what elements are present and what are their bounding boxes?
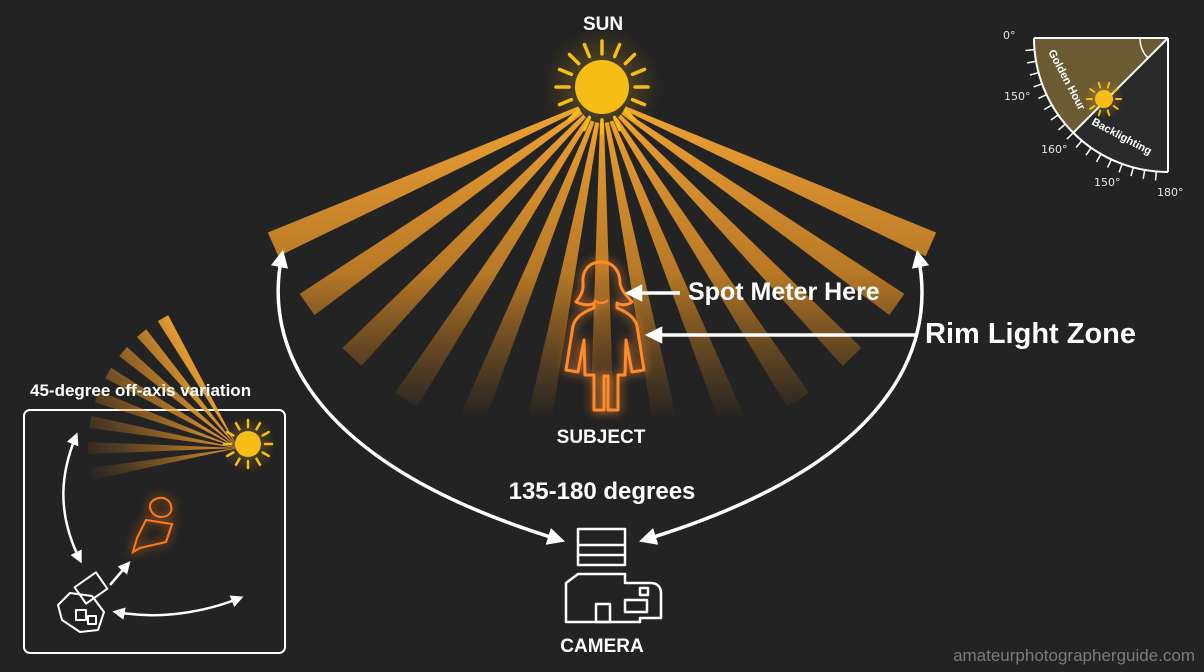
inset-title: 45-degree off-axis variation bbox=[30, 381, 252, 400]
inset-sun-ray bbox=[255, 457, 262, 467]
inset-subject-icon bbox=[131, 496, 174, 555]
dial-tick bbox=[1075, 140, 1083, 149]
sun-ray bbox=[612, 42, 622, 59]
dial-tick bbox=[1043, 104, 1053, 111]
inset-sun-ray bbox=[225, 451, 235, 458]
camera-icon bbox=[564, 527, 663, 624]
light-ray bbox=[267, 106, 580, 257]
sun-label: SUN bbox=[582, 14, 624, 35]
watermark: amateurphotographerguide.com bbox=[953, 646, 1195, 665]
inset-sun-ray bbox=[225, 430, 235, 437]
dial-tick-label-160: 160° bbox=[1041, 143, 1068, 156]
dial-tick bbox=[1033, 83, 1043, 88]
dial-tick bbox=[1130, 167, 1135, 177]
spot-meter-label: Spot Meter Here bbox=[688, 278, 880, 306]
sun-ray bbox=[623, 52, 637, 66]
inset-sun-ray bbox=[234, 421, 241, 431]
dial-sun-ray bbox=[1106, 109, 1111, 117]
dial-tick bbox=[1142, 169, 1146, 179]
dial-tick bbox=[1050, 114, 1059, 121]
dial-tick-label-150-lower: 150° bbox=[1094, 176, 1121, 189]
dial-sun-ray bbox=[1089, 105, 1096, 110]
inset-light-ray bbox=[119, 346, 238, 448]
angle-arcs bbox=[270, 249, 930, 545]
inset-sun-disc bbox=[235, 431, 261, 457]
light-ray bbox=[589, 123, 615, 458]
dial-tick-label-150-upper: 150° bbox=[1004, 90, 1031, 103]
sun-ray bbox=[557, 97, 574, 107]
inset-light-ray bbox=[157, 315, 238, 448]
inset-light-ray bbox=[89, 416, 239, 448]
dial-tick bbox=[1118, 163, 1123, 173]
rim-light-zone-label: Rim Light Zone bbox=[925, 318, 1137, 350]
angle-range-label: 135-180 degrees bbox=[508, 478, 696, 505]
dial-tick bbox=[1106, 159, 1113, 168]
sun-ray bbox=[630, 67, 647, 77]
off-axis-inset bbox=[23, 315, 286, 654]
sun-disc bbox=[575, 60, 629, 114]
inset-sun-ray bbox=[261, 451, 271, 458]
light-ray bbox=[624, 106, 937, 257]
dial-tick bbox=[1025, 48, 1035, 52]
dial-sun-ray bbox=[1097, 81, 1102, 89]
dial-sun-ray bbox=[1112, 88, 1119, 93]
sun-ray bbox=[567, 52, 581, 66]
dial-tick-label-180: 180° bbox=[1157, 186, 1184, 199]
inset-light-ray bbox=[136, 329, 238, 448]
subject-label: SUBJECT bbox=[556, 427, 646, 448]
inset-light-ray bbox=[88, 442, 238, 454]
sun-ray bbox=[623, 108, 637, 122]
dial-tick bbox=[1027, 60, 1037, 64]
dial-tick bbox=[1057, 123, 1066, 131]
sun-ray bbox=[582, 42, 592, 59]
dial-sun-ray bbox=[1112, 105, 1119, 110]
inset-camera-icon bbox=[57, 571, 109, 633]
sun-ray bbox=[557, 67, 574, 77]
sun-ray bbox=[567, 108, 581, 122]
inset-sun-ray bbox=[261, 430, 271, 437]
sun-ray bbox=[630, 97, 647, 107]
dial-tick bbox=[1085, 147, 1092, 156]
camera-label: CAMERA bbox=[560, 636, 644, 657]
dial-tick bbox=[1066, 132, 1074, 140]
inset-sun-ray bbox=[255, 421, 262, 431]
inset-light-ray bbox=[105, 367, 238, 448]
dial-tick bbox=[1038, 93, 1047, 100]
inset-light-ray bbox=[89, 448, 239, 480]
sun-ray bbox=[612, 115, 622, 132]
inset-light-ray bbox=[94, 391, 238, 448]
dial-tick-label-0: 0° bbox=[1003, 29, 1016, 42]
sun-angle-dial: Golden Hour Backlighting bbox=[1025, 37, 1169, 181]
sun-ray bbox=[582, 115, 592, 132]
dial-tick bbox=[1029, 71, 1039, 76]
dial-sun-ray bbox=[1106, 81, 1111, 89]
sun-icon bbox=[542, 27, 662, 147]
dial-tick bbox=[1095, 153, 1102, 163]
dial-sun-ray bbox=[1089, 88, 1096, 93]
dial-sun-ray bbox=[1097, 109, 1102, 117]
dial-sun-disc bbox=[1095, 90, 1113, 108]
dial-tick bbox=[1154, 171, 1158, 181]
inset-sun-ray bbox=[234, 457, 241, 467]
